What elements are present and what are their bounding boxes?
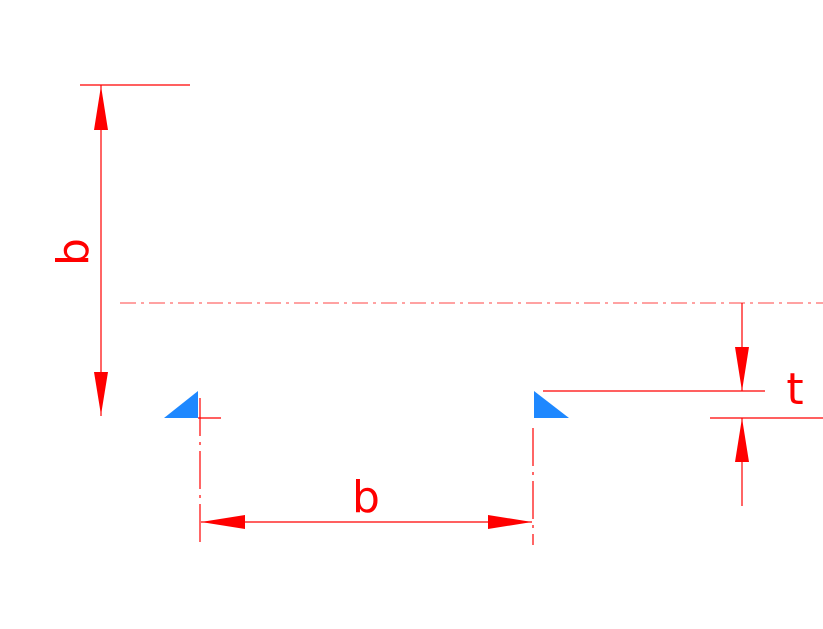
fillet-weld-icon xyxy=(164,391,198,418)
arrowhead-bottom xyxy=(94,372,108,415)
fillet-weld-icon xyxy=(534,391,569,418)
offset-dimension-label: t xyxy=(786,364,803,415)
vertical-dimension-b: b xyxy=(48,84,190,416)
horizontal-dimension-label: b xyxy=(352,472,380,523)
horizontal-dimension-b: b xyxy=(201,472,532,529)
right-weld xyxy=(532,390,765,545)
left-weld xyxy=(164,391,221,545)
arrowhead-t-up xyxy=(735,418,749,462)
arrowhead-top xyxy=(94,86,108,130)
vertical-dimension-label: b xyxy=(48,238,99,266)
arrowhead-right xyxy=(488,515,532,529)
arrowhead-t-down xyxy=(735,347,749,391)
arrowhead-left xyxy=(201,515,245,529)
offset-dimension-t: t xyxy=(710,303,823,506)
